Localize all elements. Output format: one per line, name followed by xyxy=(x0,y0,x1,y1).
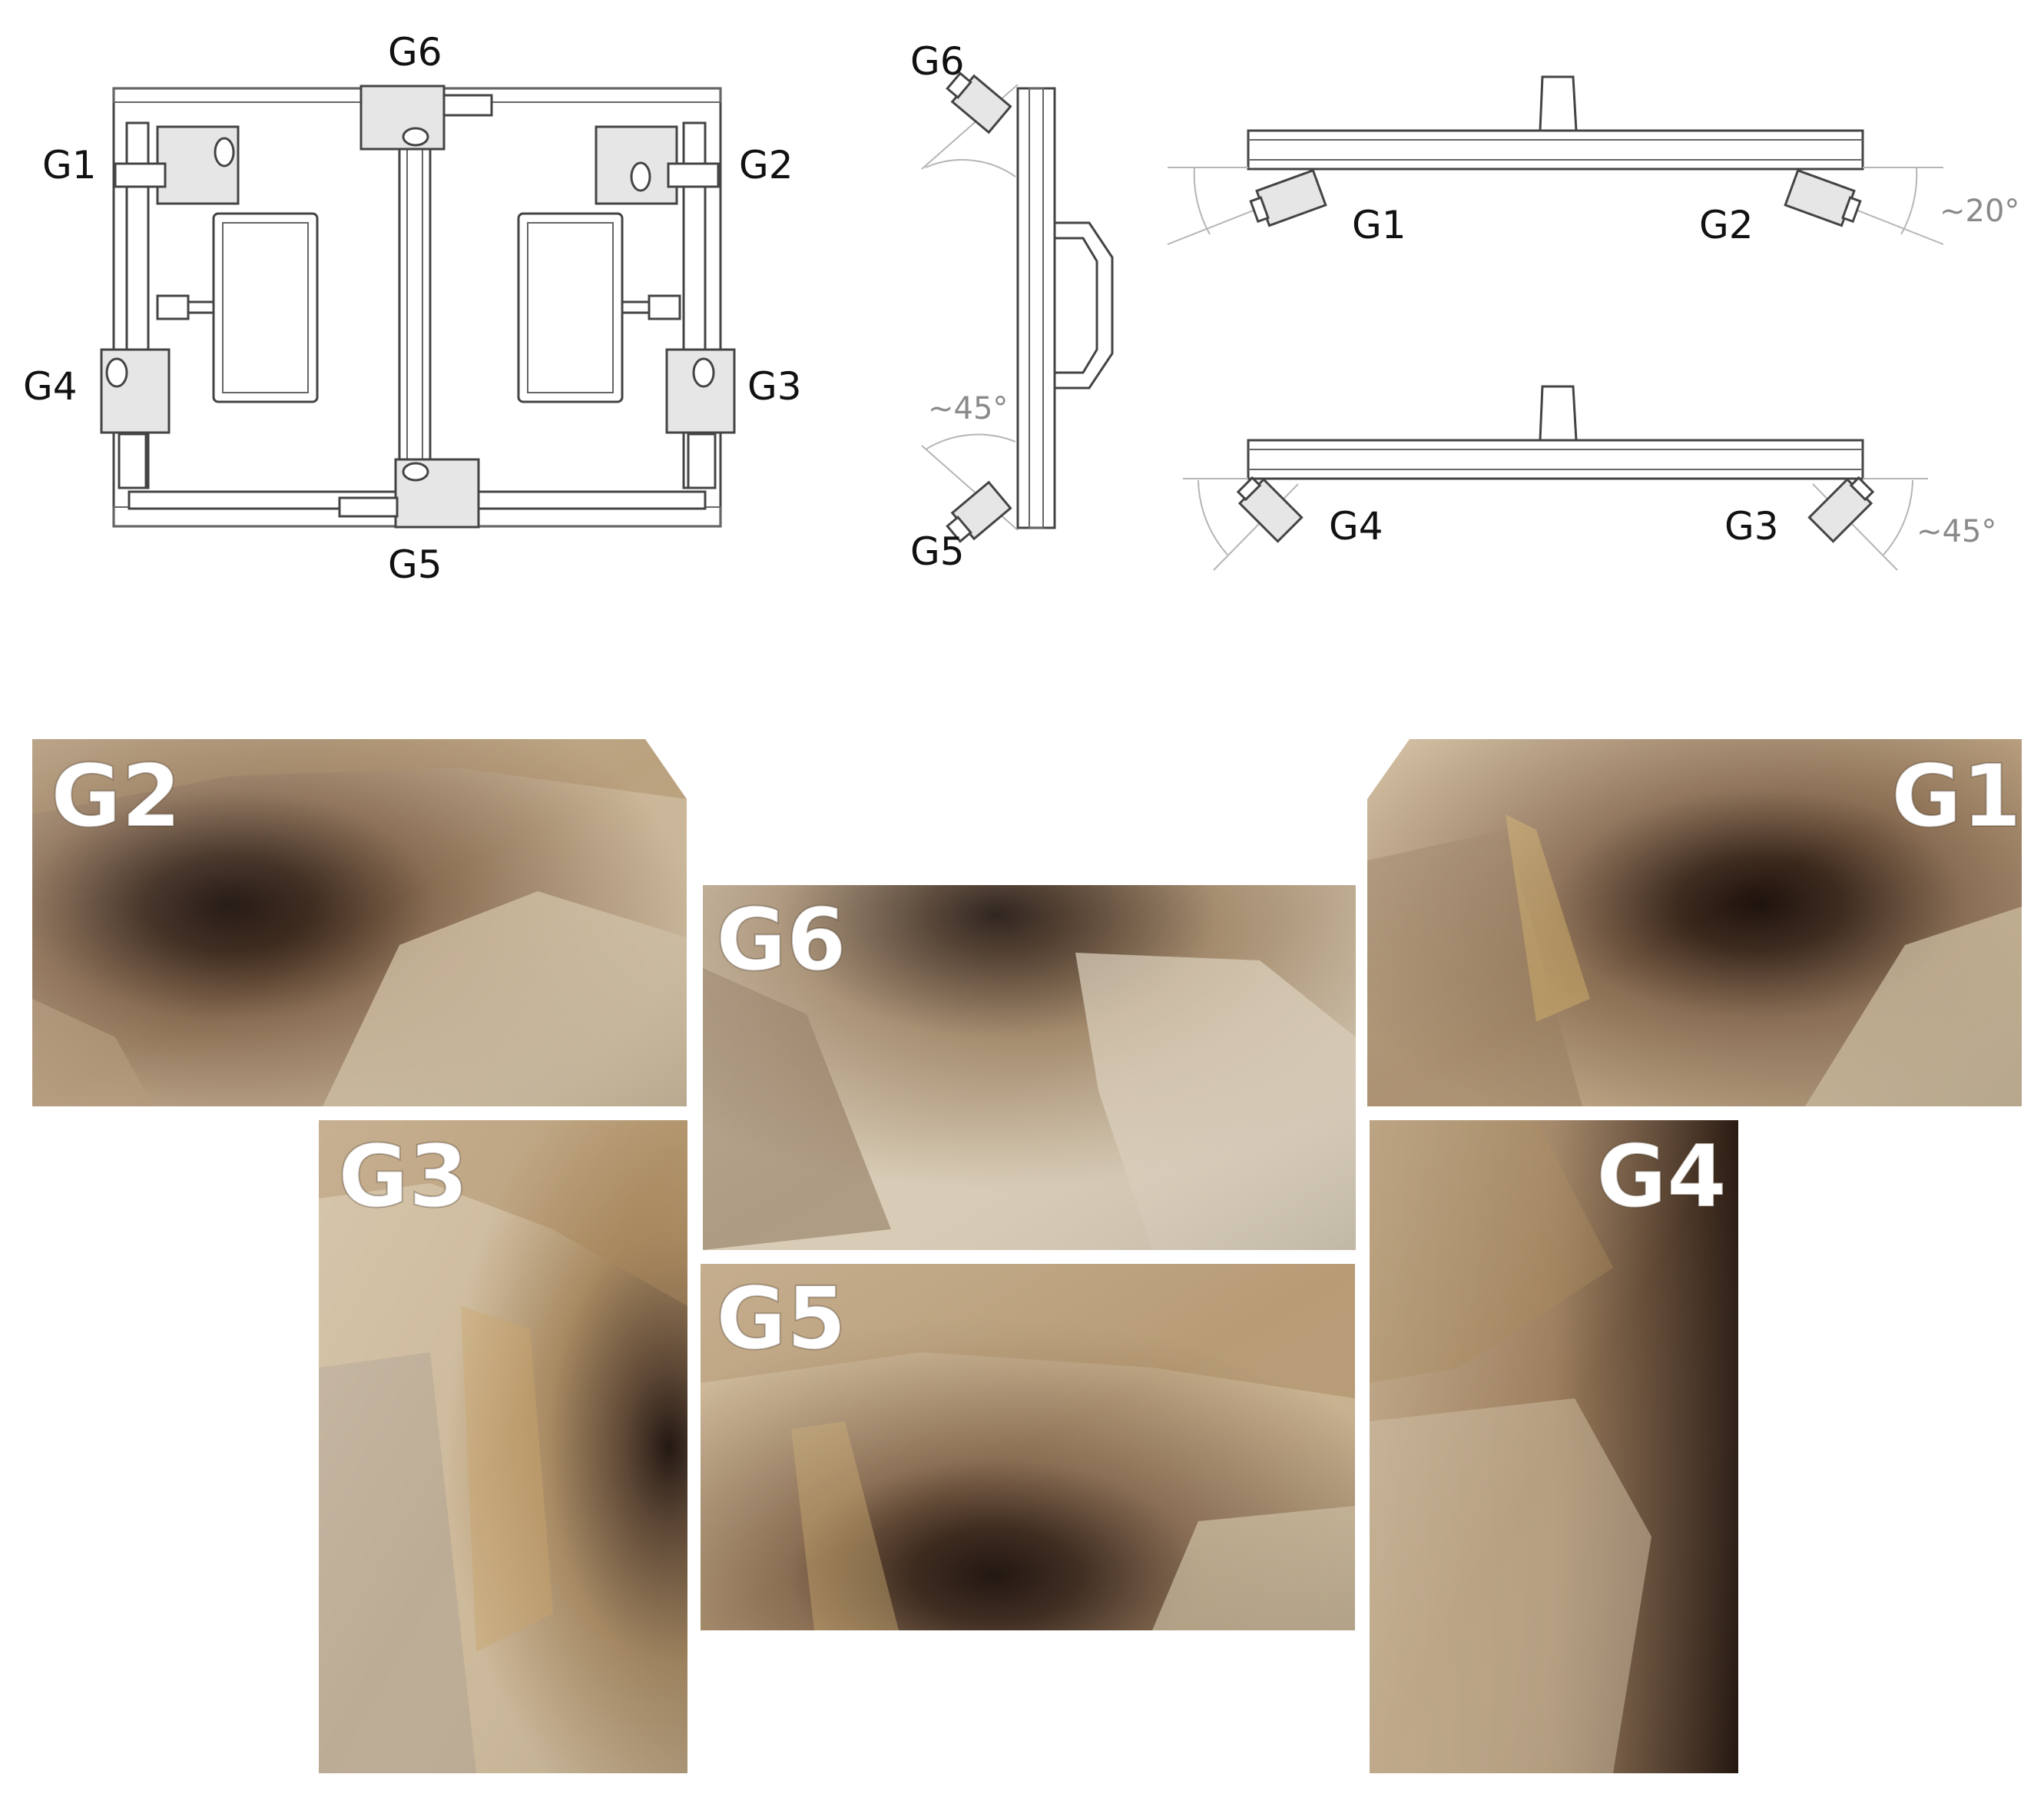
front-label-g4: G4 xyxy=(23,364,78,409)
top-upper-label-g1: G1 xyxy=(1352,203,1406,247)
side-label-g6: G6 xyxy=(910,39,965,84)
photo-g1 xyxy=(1367,739,2022,1106)
photo-label-g5: G5 xyxy=(716,1269,846,1369)
side-label-g5: G5 xyxy=(910,529,965,574)
front-label-g2: G2 xyxy=(739,143,793,187)
front-label-g3: G3 xyxy=(747,364,802,409)
side-view-drawing xyxy=(921,71,1114,543)
top-upper-label-g2: G2 xyxy=(1699,203,1754,247)
top-view-upper-drawing xyxy=(1167,75,1944,245)
photo-label-g4: G4 xyxy=(1596,1127,1727,1227)
photo-g4 xyxy=(1370,1120,1738,1773)
photo-label-g2: G2 xyxy=(51,747,181,847)
photo-label-g6: G6 xyxy=(716,890,846,990)
photo-g6 xyxy=(703,885,1356,1250)
photo-g3 xyxy=(319,1120,687,1773)
photo-label-g3: G3 xyxy=(338,1127,469,1227)
front-label-g5: G5 xyxy=(388,542,442,587)
top-lower-label-g4: G4 xyxy=(1329,504,1383,549)
top-lower-angle-label: ~45° xyxy=(1916,514,1996,549)
front-label-g6: G6 xyxy=(388,30,442,75)
photo-g2 xyxy=(32,739,687,1106)
photo-g5 xyxy=(701,1264,1355,1630)
front-label-g1: G1 xyxy=(42,143,97,187)
side-angle-label: ~45° xyxy=(928,391,1008,426)
photo-label-g1: G1 xyxy=(1891,747,2022,847)
top-view-lower-drawing xyxy=(1183,385,1928,571)
top-lower-label-g3: G3 xyxy=(1724,504,1779,549)
top-upper-angle-label: ~20° xyxy=(1940,194,2019,229)
front-view-drawing xyxy=(100,85,736,529)
